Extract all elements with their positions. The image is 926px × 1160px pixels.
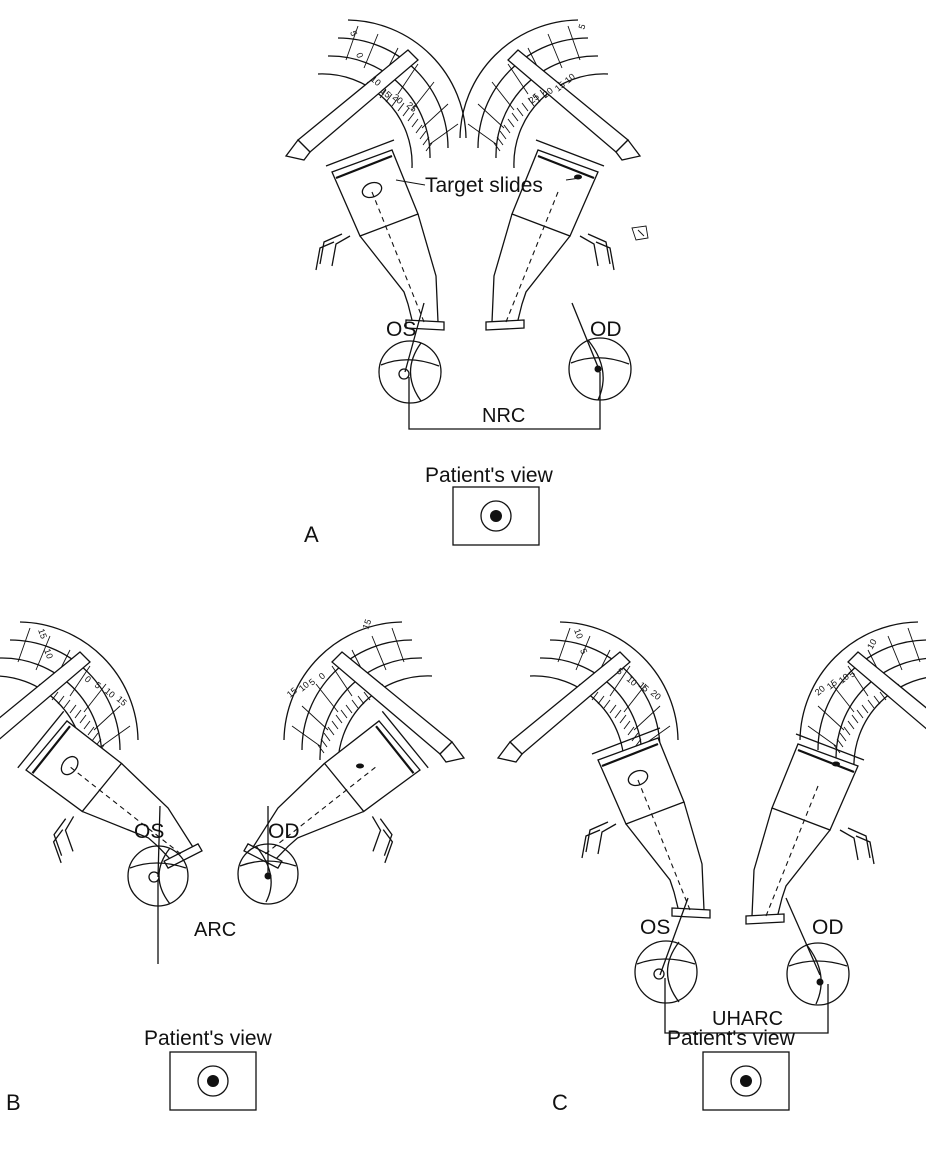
panel-a-nrc-label: NRC (482, 405, 525, 427)
panel-c-eye-left (634, 940, 698, 1004)
panel-c-letter: C (552, 1090, 568, 1115)
panel-a-tick: 10 (369, 74, 383, 88)
panel-a-tube-left (314, 138, 446, 332)
panel-b-tick: 10 (297, 679, 311, 693)
panel-c-target-dot-right (832, 761, 840, 767)
panel-c-tube-right (744, 732, 876, 926)
panel-c-patient-view-label: Patient's view (667, 1027, 796, 1050)
panel-c-tube-left (580, 726, 712, 920)
panel-a-tick: 10 (563, 71, 577, 85)
panel-a-eye-left (378, 340, 442, 404)
panel-b-tick: 10 (42, 647, 55, 660)
panel-c-eye-right (786, 942, 850, 1006)
panel-b-od-label: OD (268, 820, 300, 843)
panel-b-tick: 15 (115, 694, 129, 708)
panel-c: 10 5 5 10 15 20 20 15 10 5 10 (497, 621, 926, 1115)
panel-a-od-label: OD (590, 318, 622, 341)
panel-b-patient-view-label: Patient's view (144, 1027, 273, 1050)
panel-b-tick: 15 (36, 627, 49, 640)
panel-b-arc-label: ARC (194, 919, 236, 941)
panel-b-patient-view-box (169, 1051, 257, 1111)
panel-c-tick: 10 (625, 674, 639, 688)
panel-a-letter: A (304, 522, 319, 547)
panel-a-tube-right (484, 138, 616, 332)
panel-a-patient-view-box (452, 486, 540, 546)
panel-c-tick: 10 (865, 637, 879, 651)
panel-a: 5 0 10 15 20 25 25 20 15 10 5 Target sli… (285, 19, 649, 547)
panel-a-patient-view-label: Patient's view (425, 464, 554, 487)
panel-b-target-dot-right (356, 763, 364, 769)
panel-a-dial-left (285, 19, 467, 169)
panel-c-tick: 15 (637, 680, 651, 694)
panel-a-tick: 0 (354, 51, 365, 59)
panel-b-tube-left (0, 685, 204, 916)
panel-a-tick: 20 (391, 92, 405, 106)
panel-c-tick: 20 (813, 683, 827, 697)
panel-a-tick: 25 (527, 91, 541, 105)
panel-b-tick: 5 (93, 680, 103, 691)
panel-a-tick: 5 (348, 29, 359, 37)
panel-c-tick: 5 (615, 666, 625, 677)
panel-c-tick: 15 (825, 677, 839, 691)
panel-c-patient-view-box (702, 1051, 790, 1111)
panel-b-tick: 0 (317, 671, 327, 682)
panel-b: 15 10 0 5 10 15 15 10 5 0 15 (0, 618, 465, 1115)
panel-c-tick: 5 (847, 669, 857, 680)
panel-c-od-label: OD (812, 916, 844, 939)
panel-b-letter: B (6, 1090, 21, 1115)
panel-b-tick: 15 (285, 685, 299, 699)
panel-b-os-label: OS (134, 820, 164, 843)
panel-a-tick: 15 (553, 79, 567, 93)
panel-a-os-label: OS (386, 318, 416, 341)
panel-a-tick: 15 (379, 86, 393, 100)
panel-a-target-label: Target slides (425, 174, 543, 197)
panel-b-tick: 0 (83, 674, 93, 685)
panel-c-os-label: OS (640, 916, 670, 939)
panel-a-tick: 25 (405, 100, 419, 114)
panel-c-tick: 20 (649, 688, 663, 702)
panel-c-tick: 10 (572, 627, 585, 640)
panel-b-tick: 5 (307, 677, 317, 688)
panel-c-tick: 10 (837, 671, 851, 685)
panel-a-tick: 5 (576, 23, 587, 31)
panel-c-uharc-label: UHARC (712, 1008, 783, 1030)
panel-b-tick: 10 (103, 686, 117, 700)
panel-b-eye-right (237, 843, 299, 905)
panel-b-tick: 15 (360, 618, 373, 631)
panel-c-tick: 5 (578, 647, 589, 655)
panel-a-tick: 20 (541, 85, 555, 99)
